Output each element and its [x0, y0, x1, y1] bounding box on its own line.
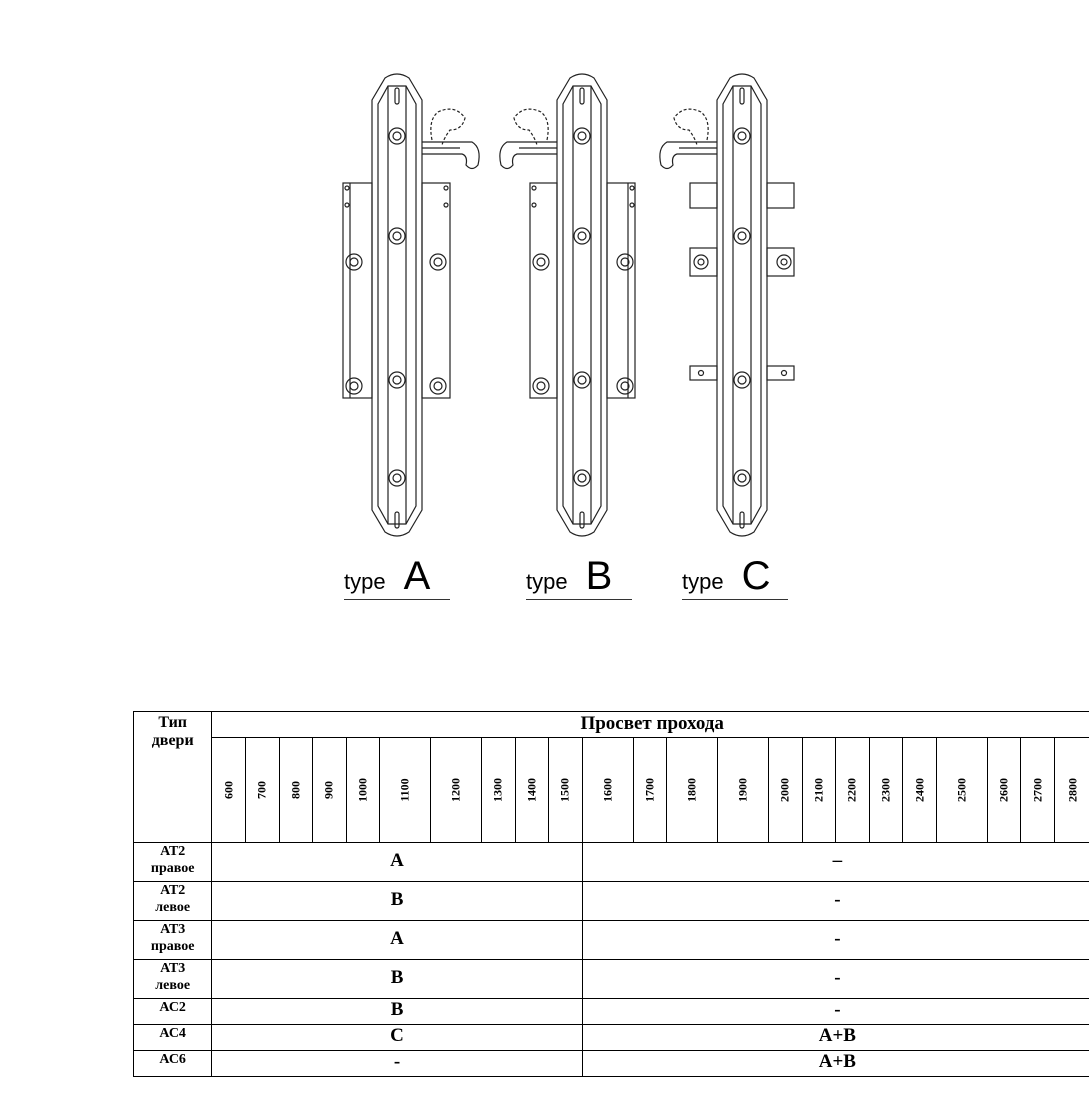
left-range-value: A [211, 920, 583, 960]
type-c-underline [682, 599, 788, 600]
type-header-line1: Тип [158, 714, 188, 731]
type-b-label: type B [526, 554, 612, 599]
column-header: 1000 [345, 737, 381, 843]
column-header: 2000 [767, 737, 803, 843]
type-header-line2: двери [151, 732, 194, 749]
right-range-value: A+B [581, 1024, 1089, 1051]
column-header: 1900 [717, 737, 769, 843]
column-header: 2500 [935, 737, 988, 843]
door-type-table: Тип двери Просвет прохода 600 700 800 90… [132, 711, 1089, 1077]
type-word: type [344, 569, 386, 594]
door-mechanism-drawings [342, 73, 795, 537]
left-range-value: B [211, 998, 583, 1025]
row-name: АС2 [132, 998, 213, 1025]
left-range-value: A [211, 842, 583, 882]
type-b-underline [526, 599, 632, 600]
column-header: 600 [211, 737, 246, 843]
type-header-cell: Тип двери [132, 711, 213, 843]
column-header: 900 [312, 737, 347, 843]
column-header: 1500 [548, 737, 583, 843]
column-header: 1100 [379, 737, 432, 843]
column-header: 800 [278, 737, 314, 843]
type-letter: B [585, 554, 613, 598]
column-header: 1800 [666, 737, 719, 843]
drawing-type-b [499, 73, 636, 537]
right-range-value: - [581, 881, 1089, 921]
type-c-label: type C [682, 554, 770, 599]
column-header: 1600 [581, 737, 634, 843]
width-columns-row: 600 700 800 900 1000 1100 1200 1300 1400… [134, 737, 1089, 843]
column-header: 1200 [430, 737, 482, 843]
column-header: 1400 [514, 737, 550, 843]
left-range-value: - [211, 1050, 583, 1077]
type-word: type [682, 569, 724, 594]
column-header: 700 [244, 737, 280, 843]
right-range-value: - [581, 959, 1089, 999]
column-header: 2800 [1053, 737, 1089, 843]
table-row: АС6 - A+B [132, 1050, 1089, 1077]
column-header: 2300 [868, 737, 904, 843]
right-range-value: – [581, 842, 1089, 882]
column-header: 2100 [801, 737, 837, 843]
type-word: type [526, 569, 568, 594]
drawing-type-a [342, 73, 480, 537]
drawing-type-c [659, 73, 795, 537]
right-range-value: - [581, 998, 1089, 1025]
left-range-value: B [211, 959, 583, 999]
row-name: АС6 [132, 1050, 213, 1077]
type-a-underline [344, 599, 450, 600]
column-header: 2700 [1020, 737, 1055, 843]
column-header: 1300 [481, 737, 516, 843]
row-name: АС4 [132, 1024, 213, 1051]
column-header: 1700 [632, 737, 668, 843]
column-header: 2600 [986, 737, 1022, 843]
left-range-value: B [211, 881, 583, 921]
table-row: АС2 B - [132, 998, 1089, 1025]
type-letter: C [741, 554, 771, 598]
left-range-value: C [211, 1024, 583, 1051]
type-a-label: type A [344, 554, 430, 599]
column-header: 2200 [835, 737, 870, 843]
column-header: 2400 [902, 737, 937, 843]
right-range-value: A+B [581, 1050, 1089, 1077]
table-row: АС4 C A+B [132, 1024, 1089, 1051]
type-letter: A [403, 554, 431, 598]
clearance-header: Просвет прохода [211, 711, 1089, 738]
right-range-value: - [581, 920, 1089, 960]
